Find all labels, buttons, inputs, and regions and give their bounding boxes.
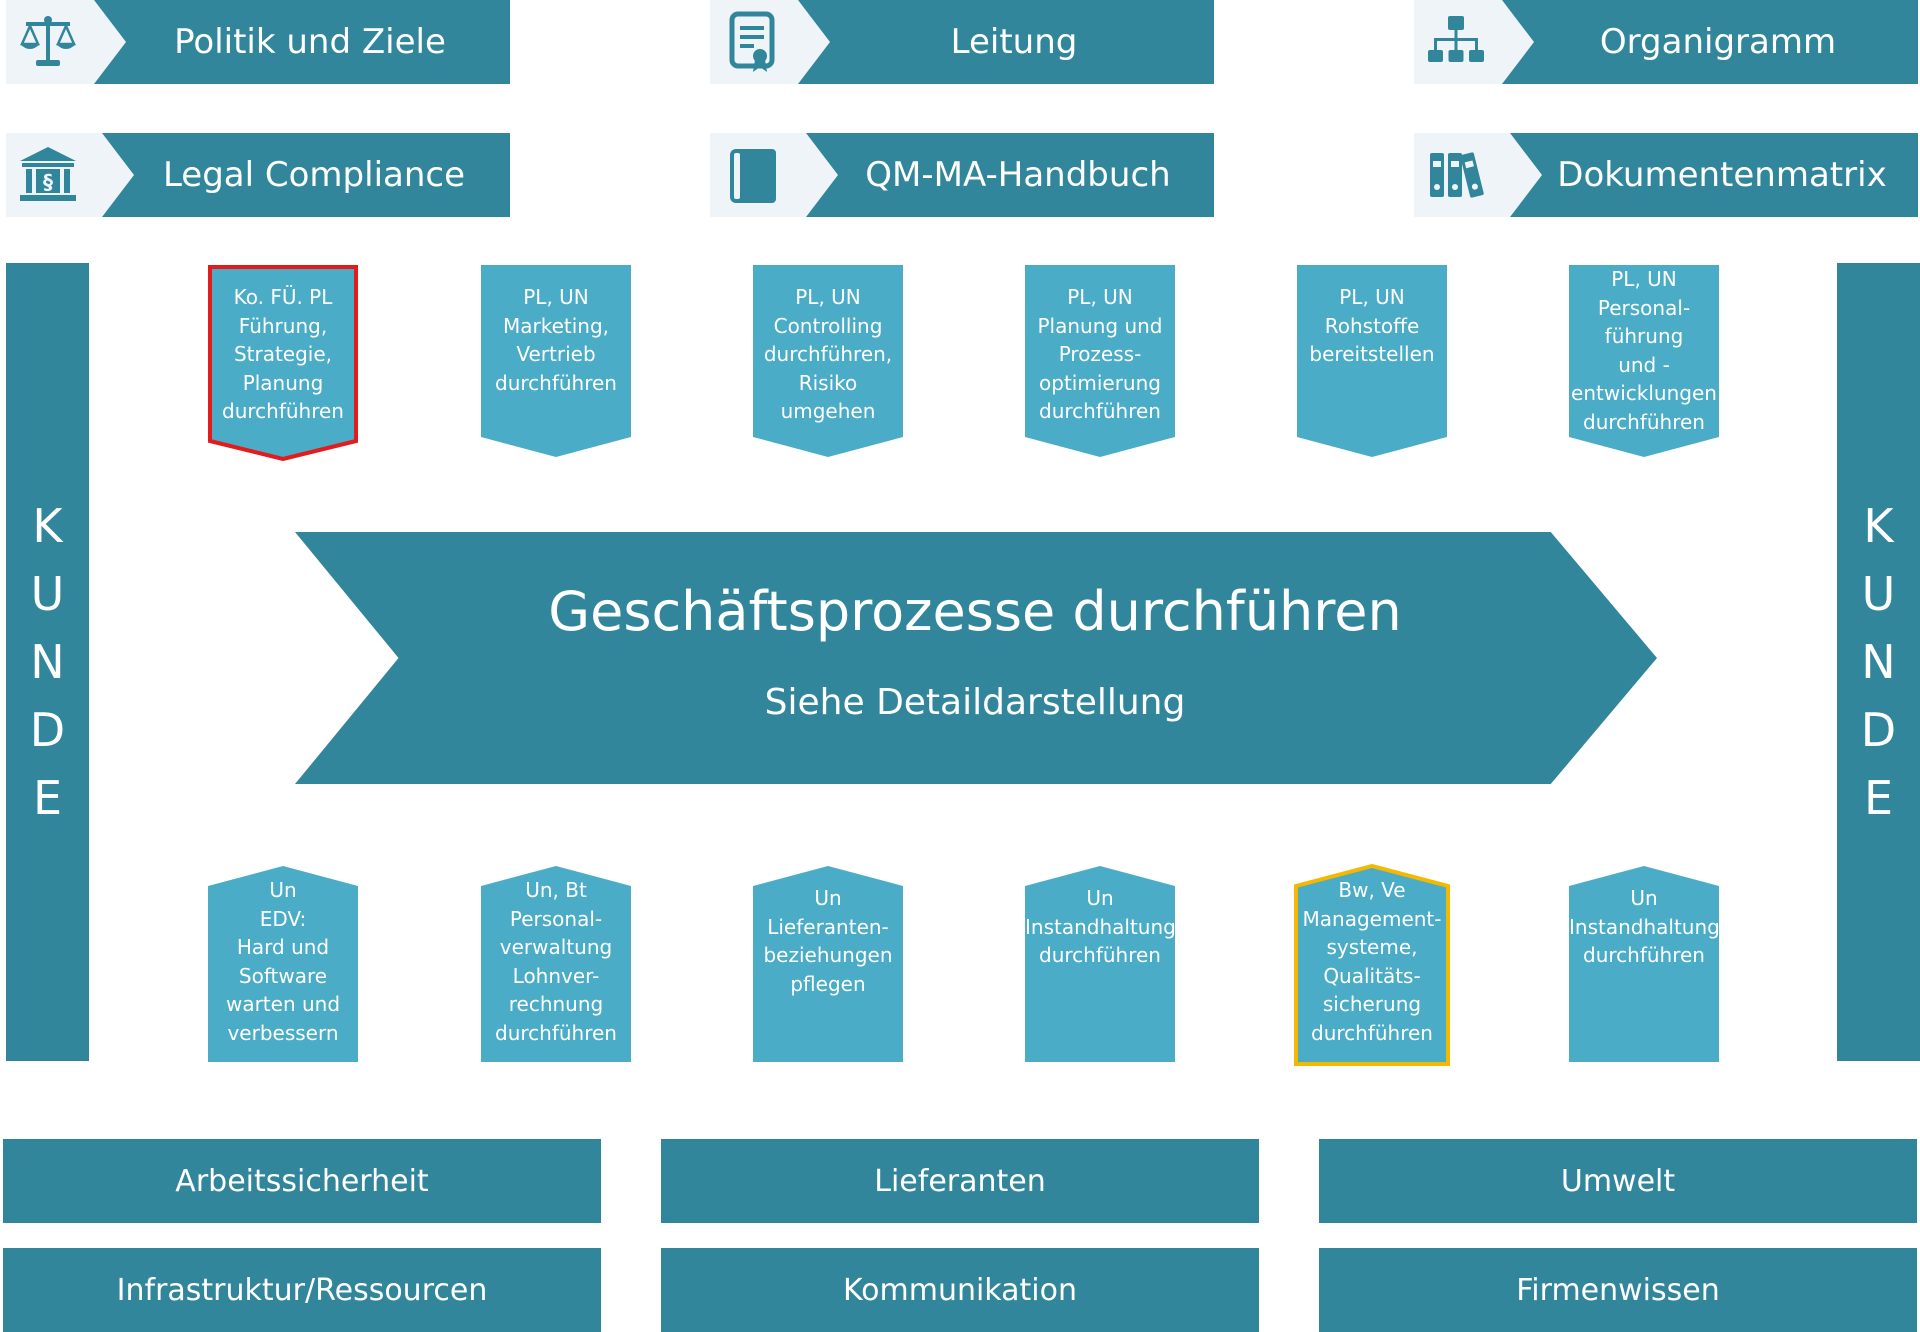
footer-kommunikation[interactable]: Kommunikation — [661, 1248, 1259, 1332]
header-label: Organigramm — [1502, 0, 1918, 84]
main-process-subtitle: Siehe Detaildarstellung — [764, 682, 1186, 723]
bottom-process-label: Un Instandhaltung durchführen — [1569, 886, 1720, 967]
bottom-process-card[interactable]: Un Lieferanten- beziehungen pflegen — [753, 866, 903, 1062]
top-process-card[interactable]: PL, UN Rohstoffe bereitstellen — [1297, 265, 1447, 461]
bottom-process-card[interactable]: Un Instandhaltung durchführen — [1025, 866, 1176, 1062]
header-legal-compliance[interactable]: § Legal Compliance — [6, 133, 510, 217]
scales-icon — [20, 16, 76, 66]
kunde-right-label: KUNDE — [1860, 499, 1897, 825]
top-process-card[interactable]: PL, UN Planung und Prozess- optimierung … — [1025, 265, 1175, 461]
header-label: Politik und Ziele — [94, 0, 510, 84]
footer-firmenwissen[interactable]: Firmenwissen — [1319, 1248, 1917, 1332]
header-organigramm[interactable]: Organigramm — [1414, 0, 1918, 84]
bottom-process-label: Un EDV: Hard und Software warten und ver… — [225, 878, 341, 1045]
header-politik-und-ziele[interactable]: Politik und Ziele — [6, 0, 510, 84]
bottom-process-label: Un, Bt Personal- verwaltung Lohnver- rec… — [495, 878, 617, 1045]
main-process-arrow[interactable] — [295, 532, 1657, 784]
footer-lieferanten[interactable]: Lieferanten — [661, 1139, 1259, 1223]
header-label: Legal Compliance — [102, 133, 510, 217]
bottom-process-card-highlighted[interactable]: Bw, Ve Management- systeme, Qualitäts- s… — [1294, 864, 1450, 1066]
top-process-label: PL, UN Controlling durchführen, Risiko u… — [763, 285, 893, 423]
header-label: QM-MA-Handbuch — [806, 133, 1214, 217]
top-process-label: Ko. FÜ. PL Führung, Strategie, Planung d… — [222, 285, 344, 423]
top-process-card[interactable]: PL, UN Controlling durchführen, Risiko u… — [753, 265, 903, 461]
kunde-left-bar: KUNDE — [6, 263, 89, 1061]
kunde-right-bar: KUNDE — [1837, 263, 1920, 1061]
top-process-label: PL, UN Planung und Prozess- optimierung … — [1037, 285, 1163, 423]
bottom-process-label: Un Lieferanten- beziehungen pflegen — [763, 886, 893, 996]
header-label: Leitung — [798, 0, 1214, 84]
bottom-process-card[interactable]: Un Instandhaltung durchführen — [1569, 866, 1720, 1062]
header-qm-ma-handbuch[interactable]: QM-MA-Handbuch — [710, 133, 1214, 217]
top-process-label: PL, UN Personal- führung und - entwicklu… — [1571, 267, 1717, 434]
footer-arbeitssicherheit[interactable]: Arbeitssicherheit — [3, 1139, 601, 1223]
main-process-title: Geschäftsprozesse durchführen — [548, 580, 1402, 643]
certificate-icon — [729, 11, 775, 72]
footer-umwelt[interactable]: Umwelt — [1319, 1139, 1917, 1223]
top-process-label: PL, UN Marketing, Vertrieb durchführen — [495, 285, 617, 395]
top-process-label: PL, UN Rohstoffe bereitstellen — [1309, 285, 1435, 366]
footer-infrastruktur-ressourcen[interactable]: Infrastruktur/Ressourcen — [3, 1248, 601, 1332]
top-process-card[interactable]: Ko. FÜ. PL Führung, Strategie, Planung d… — [208, 265, 358, 461]
top-process-card[interactable]: PL, UN Marketing, Vertrieb durchführen — [481, 265, 631, 461]
bottom-process-card[interactable]: Un EDV: Hard und Software warten und ver… — [208, 866, 358, 1062]
bottom-process-label: Bw, Ve Management- systeme, Qualitäts- s… — [1302, 878, 1442, 1045]
header-dokumentenmatrix[interactable]: Dokumentenmatrix — [1414, 133, 1918, 217]
org-chart-icon — [1428, 16, 1484, 62]
kunde-left-label: KUNDE — [29, 499, 66, 825]
header-label: Dokumentenmatrix — [1510, 133, 1918, 217]
law-building-icon: § — [20, 147, 76, 201]
bottom-process-card[interactable]: Un, Bt Personal- verwaltung Lohnver- rec… — [481, 866, 631, 1062]
header-leitung[interactable]: Leitung — [710, 0, 1214, 84]
binders-icon — [1430, 152, 1484, 198]
svg-text:§: § — [43, 170, 53, 194]
top-process-card[interactable]: PL, UN Personal- führung und - entwicklu… — [1569, 265, 1719, 461]
bottom-process-label: Un Instandhaltung durchführen — [1025, 886, 1176, 967]
book-icon — [730, 149, 776, 203]
